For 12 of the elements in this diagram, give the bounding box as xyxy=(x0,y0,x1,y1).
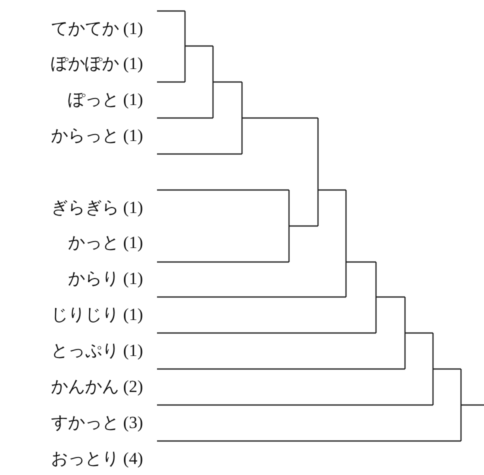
leaf-label: からり (1) xyxy=(68,269,143,289)
leaf-label: じりじり (1) xyxy=(50,305,143,325)
leaf-label: てかてか (1) xyxy=(50,19,143,39)
leaf-label: ぽかぽか (1) xyxy=(50,54,143,74)
leaf-label: すかっと (3) xyxy=(50,413,143,433)
leaf-label: ぎらぎら (1) xyxy=(50,198,143,218)
leaf-label: おっとり (4) xyxy=(50,449,143,469)
leaf-label: とっぷり (1) xyxy=(50,341,143,361)
leaf-label: かんかん (2) xyxy=(50,377,143,397)
leaf-label: ぽっと (1) xyxy=(68,90,143,110)
leaf-label: かっと (1) xyxy=(68,233,143,253)
leaf-label: からっと (1) xyxy=(50,126,143,146)
